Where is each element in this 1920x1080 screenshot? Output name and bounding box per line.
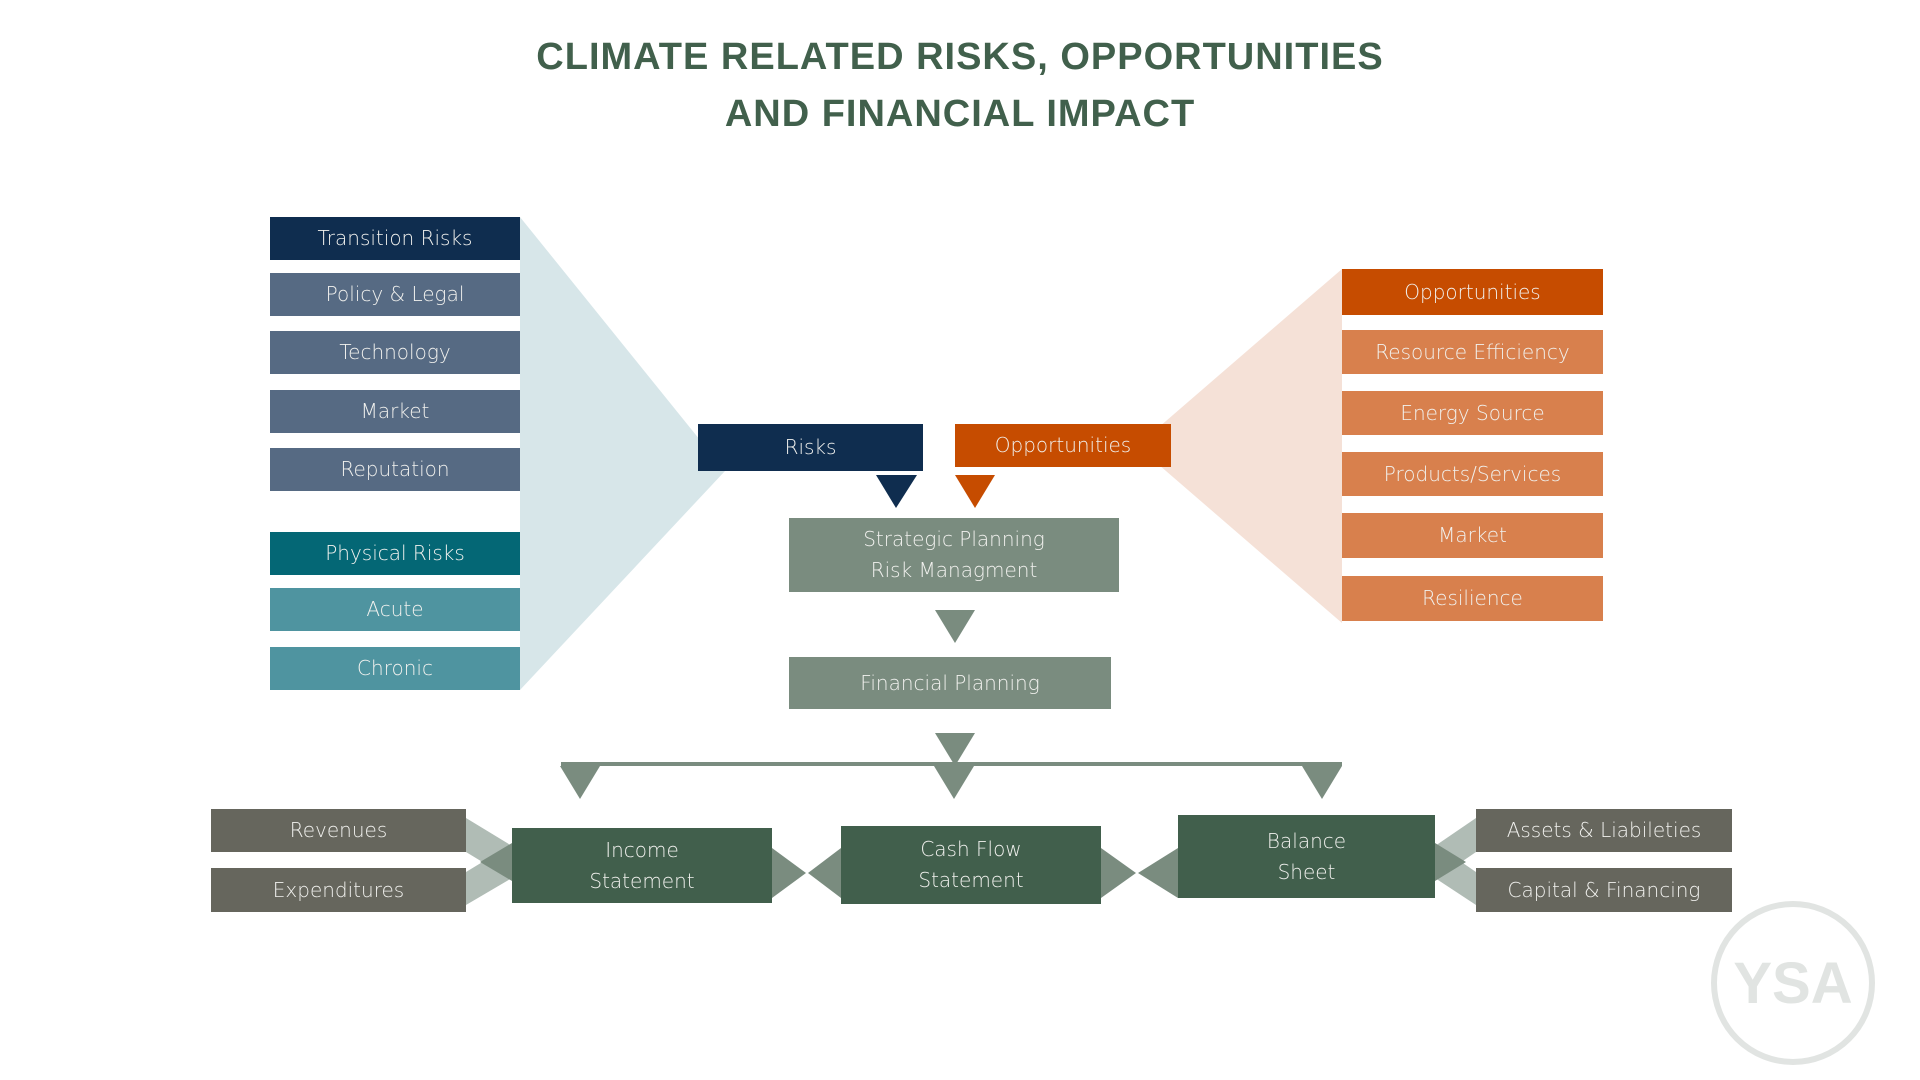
assets-liabilities-box: Assets & Liabileties [1476, 809, 1732, 852]
risks-arrow-icon [876, 475, 917, 508]
risks-box: Risks [698, 424, 923, 471]
strategic-to-financial-arrow-icon [935, 610, 975, 643]
expenditures-box: Expenditures [211, 868, 466, 912]
opportunities-funnel [1137, 269, 1342, 623]
left-cross-overlap [480, 843, 512, 881]
opportunities-arrow-icon [955, 475, 995, 508]
balance-cashflow-connector [1138, 848, 1178, 898]
cashflow-income-connector [808, 848, 841, 898]
physical-risks-header: Physical Risks [270, 532, 520, 575]
risk-item-acute: Acute [270, 588, 520, 631]
opportunities-box: Opportunities [955, 424, 1171, 467]
cashflow-balance-connector [1101, 848, 1136, 898]
income-arrow-icon [560, 766, 600, 799]
revenues-box: Revenues [211, 809, 466, 852]
financial-down-arrow-icon [935, 733, 975, 766]
strategic-planning-label: Strategic Planning [863, 527, 1045, 551]
strategic-planning-box: Strategic Planning Risk Managment [789, 518, 1119, 592]
transition-risks-header: Transition Risks [270, 217, 520, 260]
risk-management-label: Risk Managment [870, 558, 1038, 582]
cash-flow-statement-line2: Statement [918, 868, 1024, 892]
title-line-1: CLIMATE RELATED RISKS, OPPORTUNITIES [536, 36, 1384, 78]
risk-item-reputation: Reputation [270, 448, 520, 491]
risks-funnel [520, 217, 725, 690]
balance-sheet-line1: Balance [1266, 828, 1347, 853]
opportunity-item-energy-source: Energy Source [1342, 391, 1603, 435]
ysa-logo-text: YSA [1733, 950, 1853, 1016]
financial-planning-box: Financial Planning [789, 657, 1111, 709]
risk-item-market: Market [270, 390, 520, 433]
title-line-2: AND FINANCIAL IMPACT [724, 93, 1196, 135]
income-statement-line2: Statement [589, 868, 695, 893]
cashflow-arrow-icon [934, 766, 974, 799]
balance-sheet-line2: Sheet [1277, 859, 1336, 884]
income-statement-line1: Income [605, 837, 679, 862]
opportunity-item-market: Market [1342, 513, 1603, 558]
opportunity-item-resource-efficiency: Resource Efficiency [1342, 330, 1603, 374]
right-cross-overlap [1435, 843, 1466, 881]
balance-sheet-box: Balance Sheet [1178, 815, 1435, 898]
cash-flow-statement-line1: Cash Flow [920, 837, 1022, 861]
cash-flow-statement-box: Cash Flow Statement [841, 826, 1101, 904]
risk-item-technology: Technology [270, 331, 520, 374]
income-cashflow-connector [772, 848, 806, 898]
opportunity-item-products-services: Products/Services [1342, 452, 1603, 496]
risk-item-chronic: Chronic [270, 647, 520, 690]
opportunities-header: Opportunities [1342, 269, 1603, 315]
risk-item-policy-legal: Policy & Legal [270, 273, 520, 316]
capital-financing-box: Capital & Financing [1476, 868, 1732, 912]
ysa-logo: YSA [1711, 901, 1875, 1065]
opportunity-item-resilience: Resilience [1342, 576, 1603, 621]
distribution-line [561, 762, 1342, 766]
income-statement-box: Income Statement [512, 828, 772, 903]
balance-arrow-icon [1302, 766, 1342, 799]
